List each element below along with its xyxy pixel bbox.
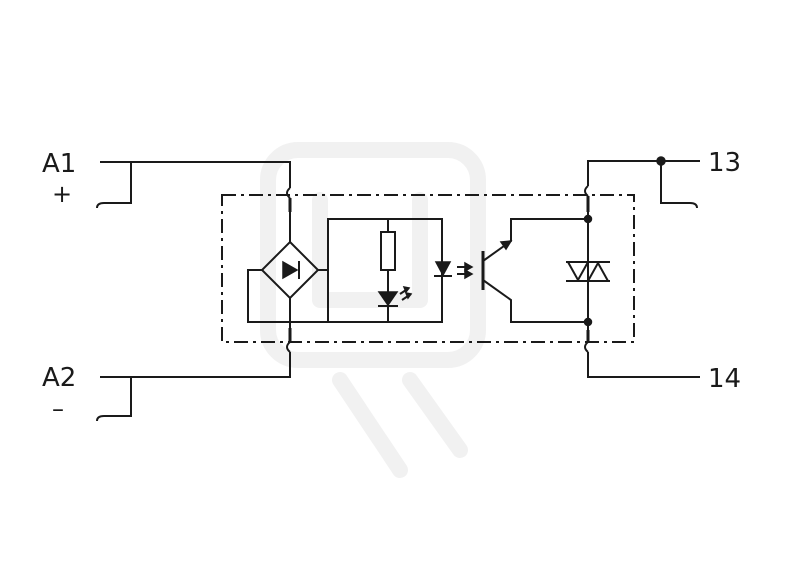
module-enclosure (221, 194, 635, 343)
status-led (377, 291, 399, 307)
terminal-a2-polarity: – (52, 395, 64, 423)
terminal-a1-polarity: + (52, 180, 72, 208)
watermark-logo (260, 142, 486, 478)
input-wiring-a1 (96, 161, 292, 242)
terminal-13-label: 13 (708, 148, 741, 178)
optocoupler-led (434, 261, 474, 280)
output-wiring-13 (584, 156, 700, 219)
resistor (380, 231, 396, 271)
phototransistor (481, 218, 588, 323)
terminal-a2-label: A2 (42, 363, 76, 393)
terminal-a1-label: A1 (42, 149, 76, 179)
terminal-14-label: 14 (708, 364, 741, 394)
input-wiring-a2 (96, 298, 292, 422)
output-triac (566, 214, 610, 327)
bridge-rectifier (247, 218, 443, 323)
output-wiring-14 (584, 322, 700, 378)
resistor-led-branch (377, 219, 413, 322)
